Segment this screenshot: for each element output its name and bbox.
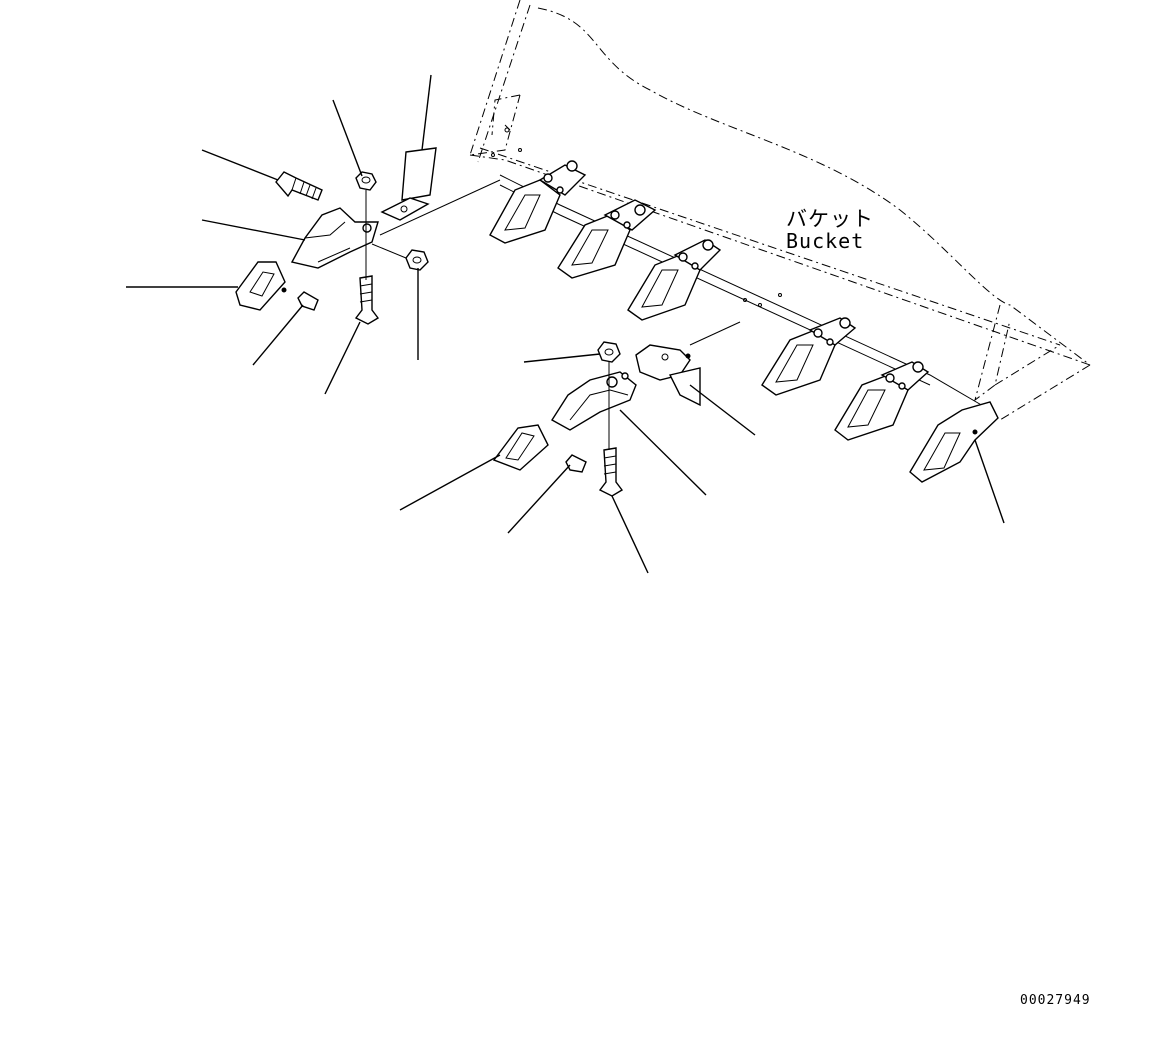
mounted-tooth-4	[761, 317, 857, 396]
exploded-group-upper	[235, 147, 501, 325]
leader-lines	[126, 74, 1005, 574]
mounted-corner-tooth	[909, 401, 999, 483]
mounted-tooth-1	[489, 160, 587, 244]
exploded-group-lower	[492, 321, 741, 497]
mounted-tooth-2	[557, 199, 657, 279]
mounted-tooth-5	[834, 361, 930, 441]
bucket-label-en: Bucket	[786, 229, 865, 253]
bucket-label-jp: バケット	[786, 207, 874, 231]
drawing-id: 00027949	[1020, 993, 1091, 1008]
mounted-tooth-3	[627, 239, 722, 321]
